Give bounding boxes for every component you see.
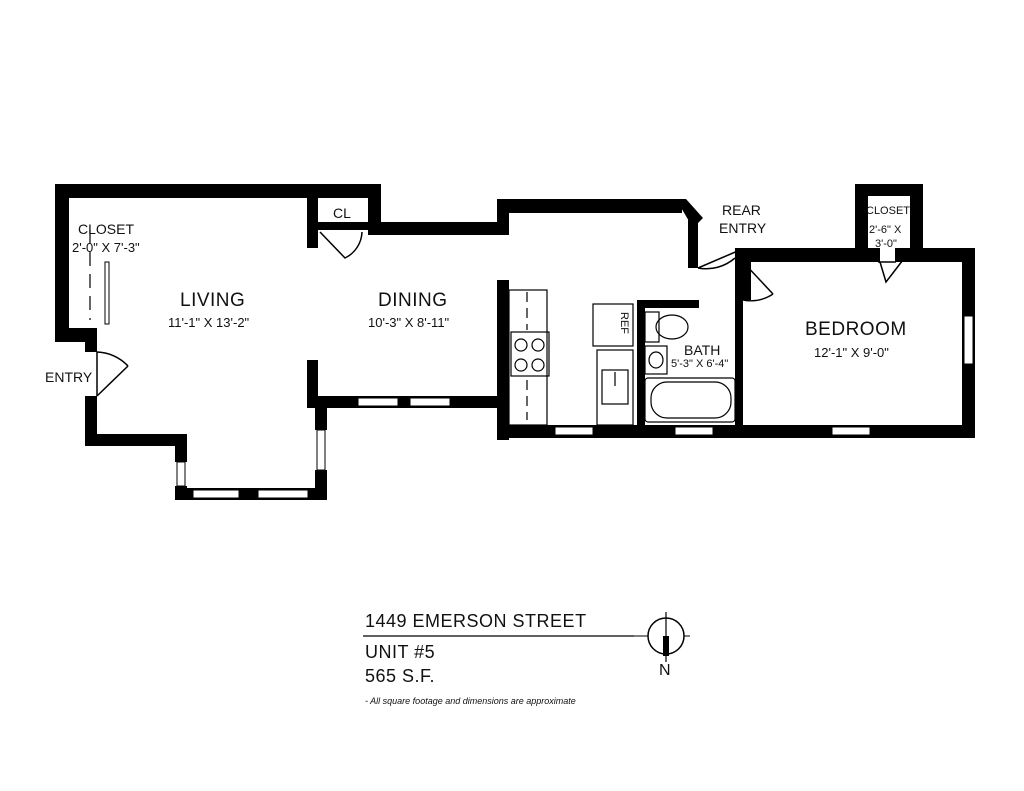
- bedroom-dims: 12'-1" X 9'-0": [814, 345, 889, 360]
- bath-name: BATH: [684, 342, 721, 358]
- living-dims: 11'-1" X 13'-2": [168, 315, 250, 330]
- rear-entry-label-1: REAR: [722, 202, 761, 218]
- cl-name: CL: [333, 205, 351, 221]
- bath-fixtures: [644, 311, 736, 423]
- north-label: N: [659, 662, 672, 679]
- unit-number: UNIT #5: [365, 642, 436, 662]
- kitchen-fixtures: [508, 289, 634, 426]
- closet-right-name: CLOSET: [866, 205, 911, 217]
- entry-label: ENTRY: [45, 369, 93, 385]
- closet-right-dims-2: 3'-0": [875, 238, 897, 250]
- closet-left-name: CLOSET: [78, 221, 135, 237]
- dining-dims: 10'-3" X 8'-11": [368, 315, 450, 330]
- bath-dims: 5'-3" X 6'-4": [671, 358, 729, 370]
- closet-left-dims: 2'-0" X 7'-3": [72, 240, 140, 255]
- title-block-graphics: [363, 612, 690, 662]
- rear-entry-label-2: ENTRY: [719, 220, 767, 236]
- closet-right-dims-1: 2'-6" X: [869, 224, 902, 236]
- ref-name: REF: [618, 312, 630, 334]
- doors: [96, 231, 907, 397]
- closet-rod: [89, 230, 110, 325]
- dining-name: DINING: [378, 290, 448, 311]
- bedroom-name: BEDROOM: [805, 319, 907, 340]
- square-footage: 565 S.F.: [365, 666, 436, 686]
- disclaimer: - All square footage and dimensions are …: [365, 696, 576, 706]
- windows: [176, 315, 974, 499]
- walls: [55, 184, 975, 500]
- address: 1449 EMERSON STREET: [365, 611, 587, 631]
- living-name: LIVING: [180, 290, 246, 311]
